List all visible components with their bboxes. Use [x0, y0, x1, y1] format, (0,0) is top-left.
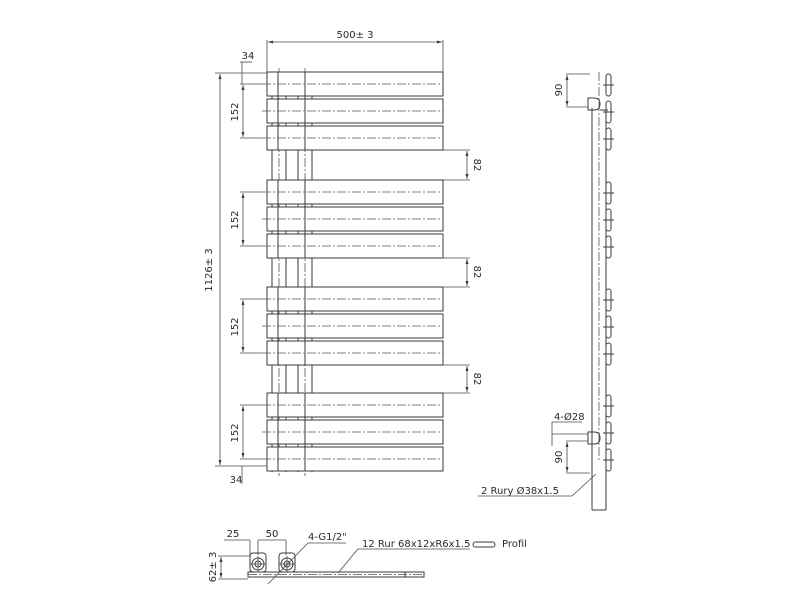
height-dimension: 1126± 3	[204, 248, 215, 291]
mount-hole-label: 4-Ø28	[554, 411, 585, 423]
side-view: 90 90 4-Ø28 2 Rury Ø38x1.5	[478, 72, 614, 511]
width-dimension: 500± 3	[336, 30, 373, 41]
svg-text:82: 82	[471, 266, 482, 279]
bottom-offset-dimension: 34	[230, 475, 243, 486]
connector-right	[278, 552, 296, 573]
rail-label: 2 Rury Ø38x1.5	[481, 485, 559, 497]
bar-spec-label: 12 Rur 68x12xR6x1.5	[362, 539, 470, 550]
bar-profiles	[603, 73, 614, 472]
side-top-dimension: 90	[554, 84, 565, 97]
profile-symbol-icon	[472, 541, 496, 548]
bottom-dim-left: 25	[227, 529, 240, 540]
connection-label: 4-G1/2"	[308, 532, 347, 543]
svg-text:152: 152	[230, 210, 241, 229]
svg-text:82: 82	[471, 373, 482, 386]
heating-bars	[262, 71, 444, 472]
top-offset-dimension: 34	[242, 51, 255, 62]
bottom-dim-spacing: 50	[266, 529, 279, 540]
svg-text:82: 82	[471, 159, 482, 172]
svg-text:152: 152	[230, 102, 241, 121]
connector-left	[249, 552, 267, 573]
profile-label: Profil	[502, 539, 527, 550]
svg-text:152: 152	[230, 317, 241, 336]
bottom-view: 25 50 62± 3 4-G1/2"	[208, 529, 527, 585]
bottom-dim-height: 62± 3	[208, 552, 219, 583]
group-pitch-dimensions: 152 152 152 152	[230, 83, 262, 460]
gap-dimensions: 82 82 82	[443, 149, 482, 394]
front-view: 500± 3 34 1126± 3	[204, 30, 482, 486]
svg-text:152: 152	[230, 423, 241, 442]
side-bottom-dimension: 90	[554, 451, 565, 464]
